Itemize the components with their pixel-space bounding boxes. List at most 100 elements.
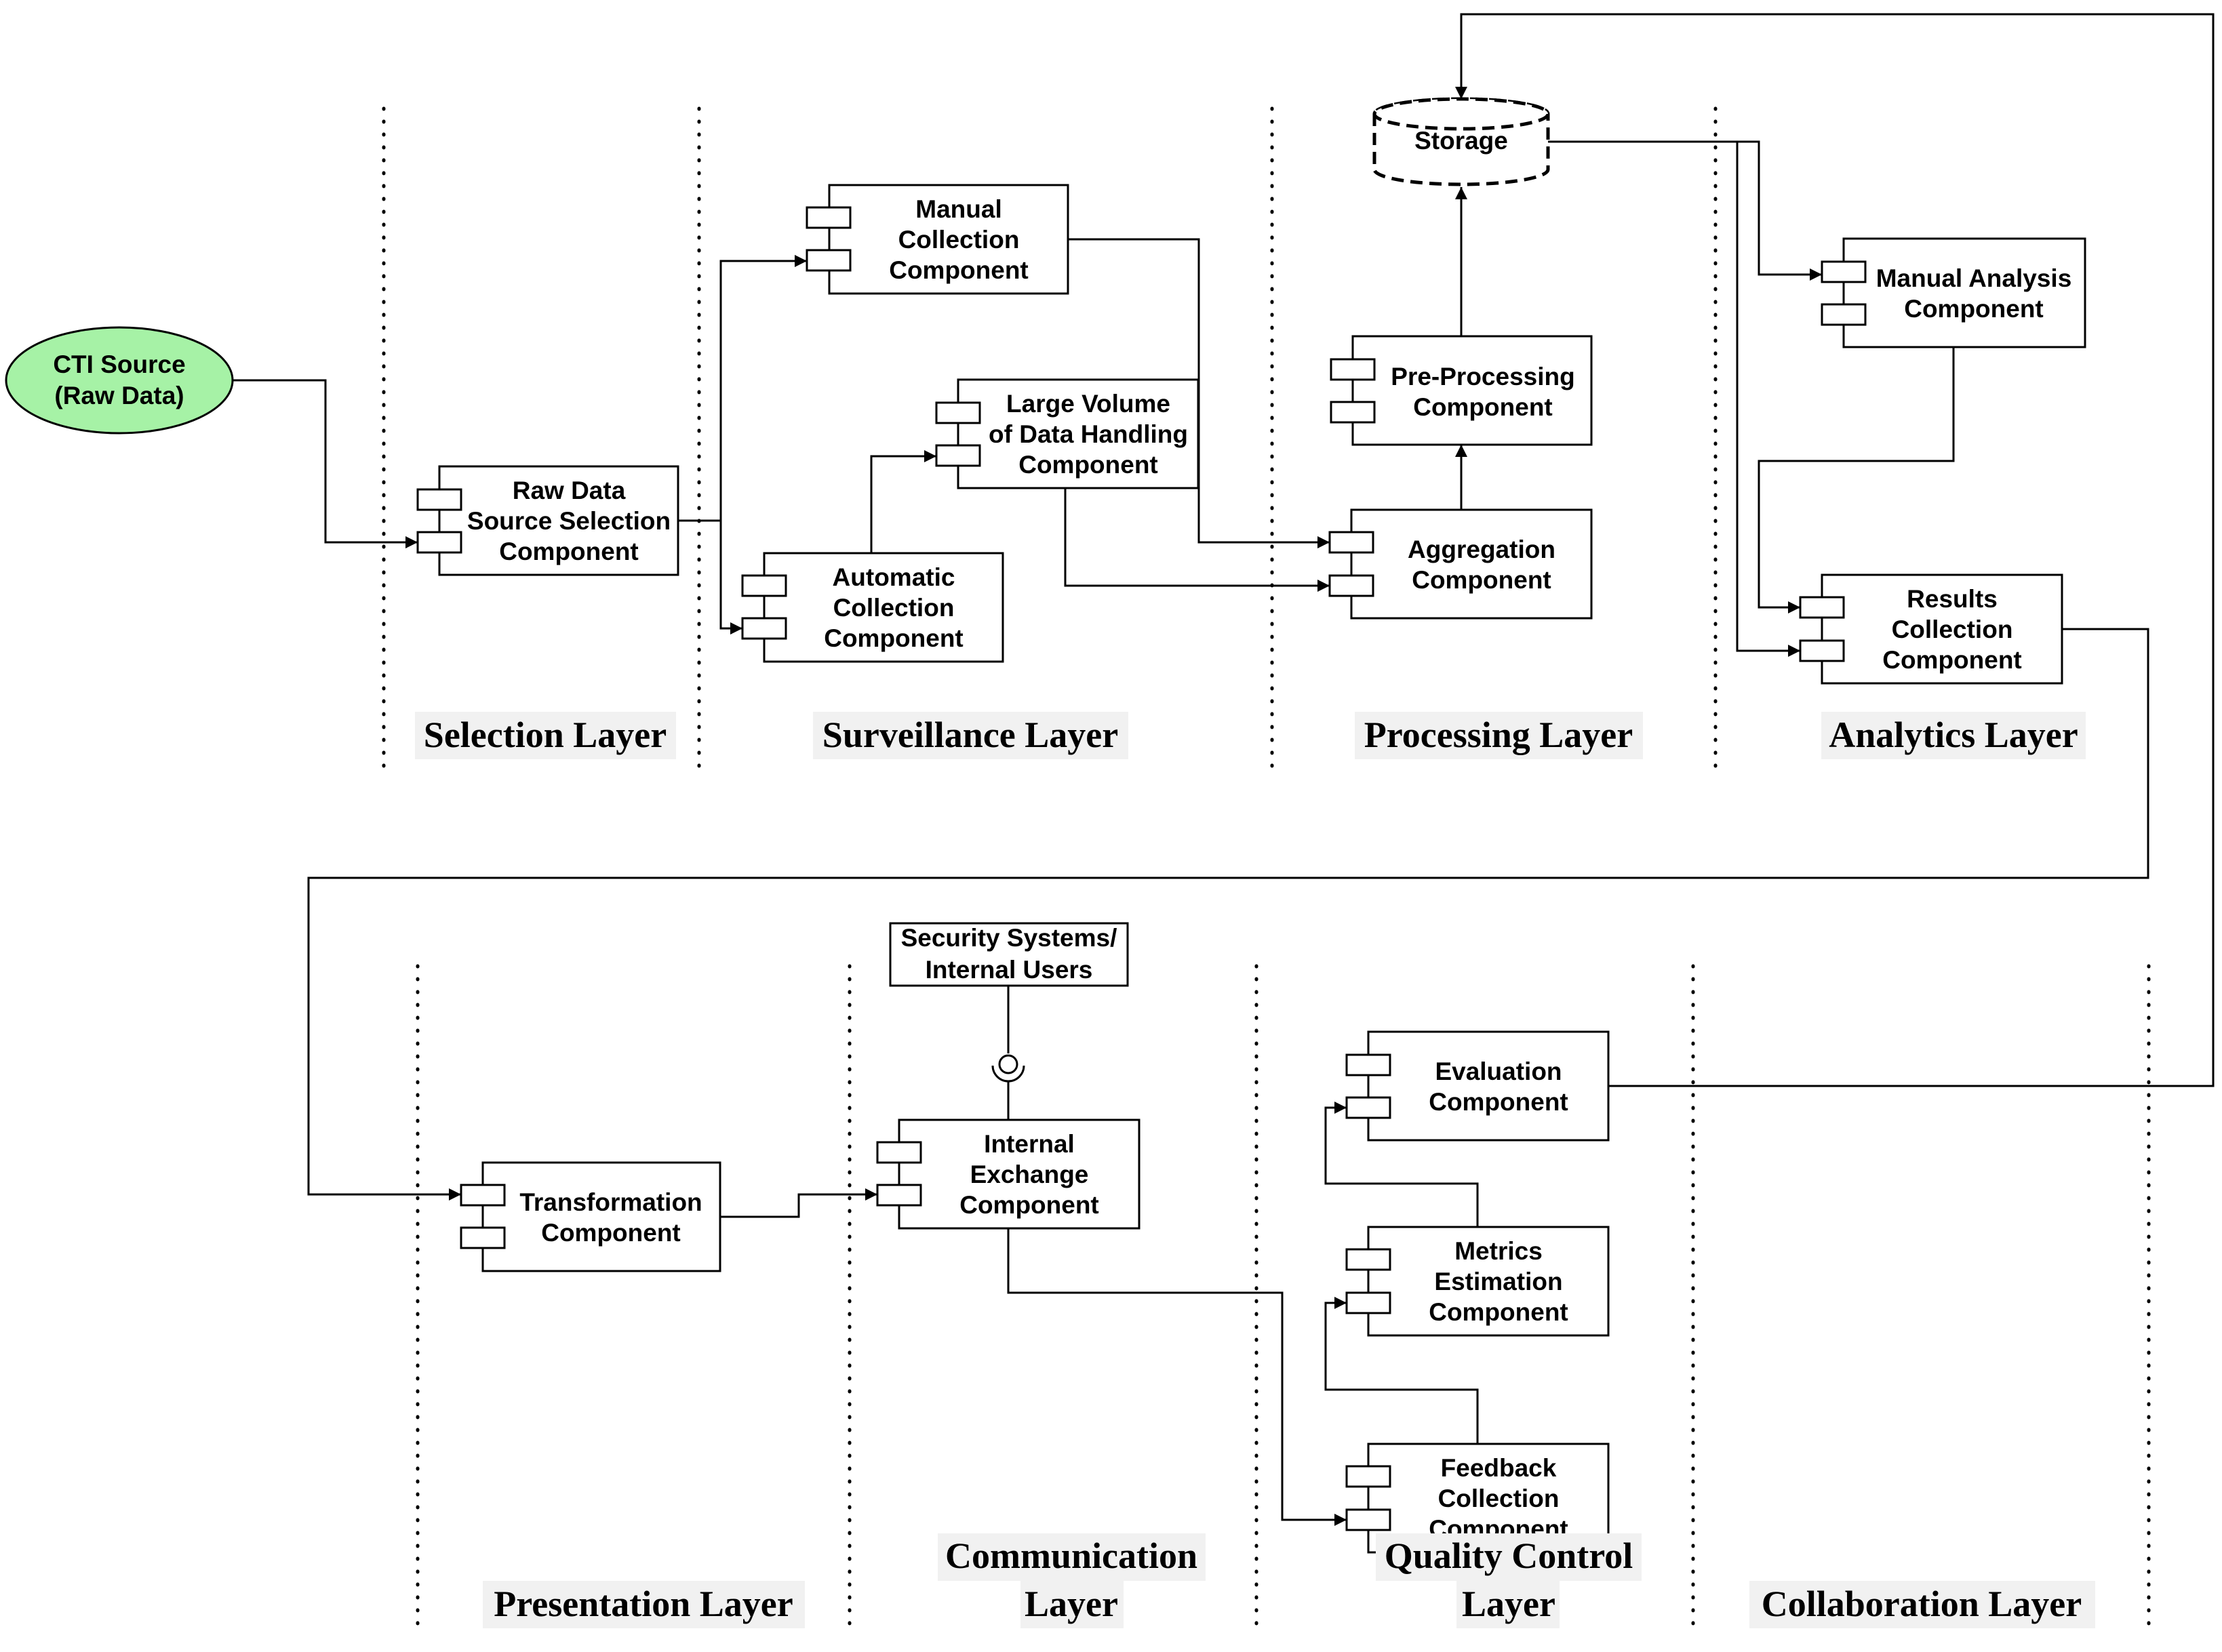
layer-label-bg (938, 1533, 1206, 1581)
presentation-layer-label: Presentation Layer (494, 1584, 793, 1624)
connector-manual-analysis-to-results (1758, 347, 1955, 613)
layer-separators (382, 106, 2151, 1636)
connector-selection-to-automatic (719, 521, 742, 634)
component-label-line-2: Component (1904, 295, 2044, 323)
component-port (1345, 1291, 1391, 1314)
security-systems-line-2: Internal Users (926, 956, 1093, 984)
component-label-line-2: Source Selection (467, 507, 671, 535)
connector-storage-to-manual-analysis (1548, 140, 1822, 281)
internal-exchange-component: Internal Exchange Component (876, 1119, 1140, 1230)
component-label-line-1: Large Volume (1006, 390, 1170, 418)
results-collection-component: Results Collection Component (1799, 573, 2063, 685)
component-box (957, 378, 1199, 489)
layer-label-bg (483, 1581, 805, 1628)
component-box (1842, 237, 2086, 348)
storage-label: Storage (1414, 127, 1508, 155)
component-box (1350, 508, 1593, 620)
connectors (233, 13, 2215, 1526)
connector-evaluation-to-storage (1455, 13, 2215, 1087)
component-port (741, 574, 787, 597)
selection-layer-label: Selection Layer (424, 714, 667, 755)
cti-source-label-line-1: CTI Source (53, 350, 185, 378)
component-box (481, 1161, 721, 1272)
component-port (1330, 358, 1376, 381)
component-port (1821, 303, 1867, 326)
connector-metrics-to-evaluation (1324, 1102, 1479, 1227)
component-port (1328, 531, 1374, 554)
aggregation-component: Aggregation Component (1328, 508, 1593, 620)
connector-transformation-to-exchange (720, 1188, 877, 1218)
storage-cylinder-top (1372, 97, 1550, 131)
component-port (416, 531, 462, 554)
component-label-line-3: Component (824, 624, 964, 652)
component-label-line-2: Component (1412, 566, 1551, 594)
component-label-line-2: of Data Handling (989, 420, 1188, 448)
component-port (1821, 260, 1867, 283)
component-port (1345, 1508, 1391, 1531)
component-label-line-1: Feedback (1441, 1454, 1557, 1482)
component-label-line-1: Metrics (1454, 1237, 1543, 1265)
component-port (416, 488, 462, 511)
component-label-line-2: Component (541, 1219, 681, 1247)
communication-layer-label-line-2: Layer (1025, 1584, 1118, 1624)
component-label-line-1: Evaluation (1435, 1057, 1562, 1085)
component-label-line-2: Collection (833, 594, 955, 622)
security-systems-rect (889, 922, 1129, 987)
component-label-line-1: Pre-Processing (1391, 363, 1574, 390)
security-systems-line-1: Security Systems/ (901, 924, 1117, 952)
component-box (763, 552, 1004, 663)
evaluation-component: Evaluation Component (1345, 1030, 1610, 1142)
component-label-line-1: Manual Analysis (1876, 264, 2072, 292)
pre-processing-component: Pre-Processing Component (1330, 335, 1593, 446)
component-label-line-2: Collection (1892, 616, 2013, 643)
storage: Storage (1372, 97, 1550, 186)
manual-collection-component: Manual Collection Component (806, 184, 1069, 295)
connector-source-to-selection (233, 379, 418, 548)
component-port (460, 1184, 506, 1207)
component-label-line-1: Internal (984, 1130, 1075, 1158)
connector-feedback-to-metrics (1324, 1297, 1479, 1444)
component-label-line-1: Raw Data (513, 477, 626, 504)
transformation-component: Transformation Component (460, 1161, 721, 1272)
component-label-line-1: Results (1907, 585, 1998, 613)
quality-control-layer-label-line-2: Layer (1462, 1584, 1555, 1624)
cti-source-ellipse (5, 326, 234, 435)
component-label-line-3: Component (959, 1191, 1099, 1219)
interface-symbol (991, 1054, 1025, 1120)
component-box (1821, 573, 2063, 685)
component-label-line-3: Component (1429, 1298, 1568, 1326)
component-port (1345, 1465, 1391, 1488)
collaboration-layer-label: Collaboration Layer (1762, 1584, 2082, 1624)
communication-layer-label-line-1: Communication (945, 1535, 1197, 1576)
component-label-line-3: Component (499, 538, 639, 565)
component-label-line-3: Component (889, 256, 1029, 284)
component-box (1367, 1226, 1610, 1337)
layer-labels: Selection Layer Surveillance Layer Proce… (415, 712, 2095, 1628)
component-label-line-1: Transformation (519, 1188, 702, 1216)
component-port (806, 249, 852, 272)
component-label-line-2: Collection (1438, 1485, 1560, 1512)
layer-label-bg (1456, 1581, 1560, 1628)
cti-source: CTI Source (Raw Data) (5, 326, 234, 435)
component-port (935, 444, 981, 467)
component-port (1799, 596, 1845, 619)
component-label-line-3: Component (1018, 451, 1158, 479)
component-label-line-2: Collection (898, 226, 1020, 254)
connector-automatic-to-large-volume (870, 450, 936, 553)
component-box (1367, 1030, 1610, 1142)
layer-label-bg (1376, 1533, 1642, 1581)
component-port (876, 1184, 922, 1207)
layer-label-bg (1020, 1581, 1124, 1628)
layer-label-bg (1749, 1581, 2095, 1628)
connector-large-volume-to-aggregation (1064, 488, 1330, 592)
layer-label-bg (1821, 712, 2086, 759)
component-label-line-1: Aggregation (1408, 536, 1555, 563)
component-port (1330, 401, 1376, 424)
provided-interface-circle (998, 1054, 1018, 1074)
metrics-estimation-component: Metrics Estimation Component (1345, 1226, 1610, 1337)
component-label-line-1: Manual (915, 195, 1001, 223)
surveillance-layer-label: Surveillance Layer (822, 714, 1118, 755)
component-port (1345, 1096, 1391, 1119)
component-label-line-3: Component (1882, 646, 2022, 674)
